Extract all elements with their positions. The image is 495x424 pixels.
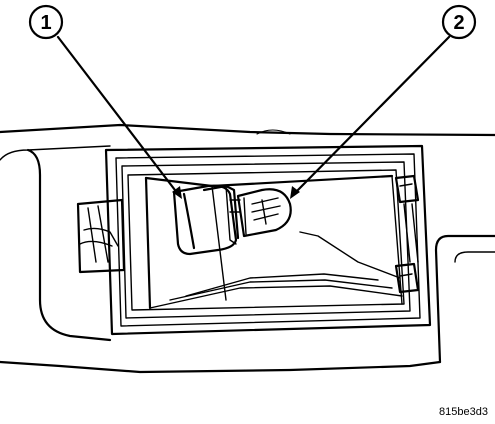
figure-code: 815be3d3 [439, 406, 488, 418]
callout-2-label: 2 [453, 12, 464, 34]
lamp-bezel [104, 144, 432, 336]
callout-1-label: 1 [40, 12, 51, 34]
callout-2-circle [441, 4, 477, 40]
dash-panel [0, 123, 495, 374]
lamp-bulb [236, 188, 292, 238]
callout-2: 2 [441, 4, 477, 40]
left-clip [76, 198, 126, 274]
callout-1: 1 [28, 4, 64, 40]
callout-1-circle [28, 4, 64, 40]
lamp-socket [172, 184, 241, 256]
leader-lines [56, 35, 451, 199]
right-clips [394, 174, 420, 294]
